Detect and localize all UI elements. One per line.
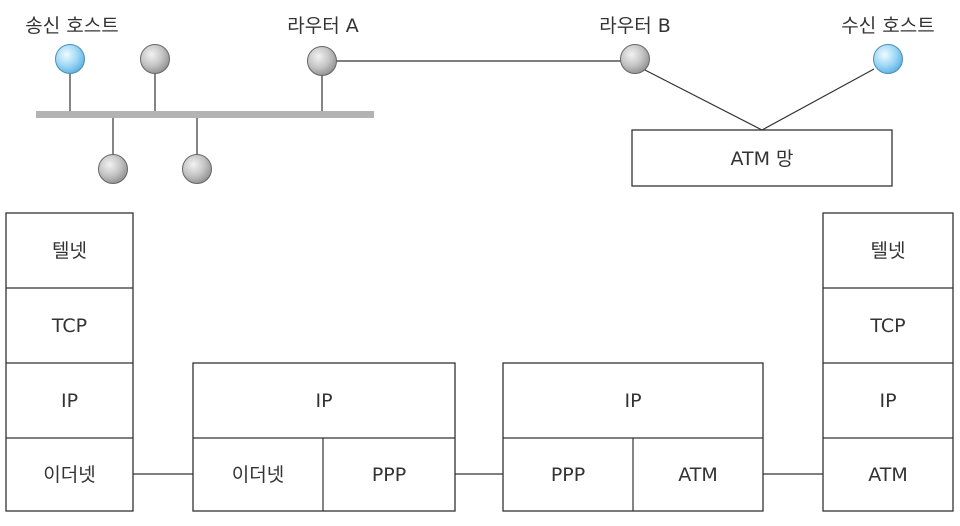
receiver-host-label: 수신 호스트 xyxy=(841,15,934,37)
router-b-right-label: ATM xyxy=(678,464,718,486)
host-node xyxy=(182,154,212,184)
sender-protocol-stack: 텔넷 TCP IP 이더넷 xyxy=(5,212,134,512)
router-b-protocol-stack: IP PPP ATM xyxy=(502,362,764,512)
router-a-left-label: 이더넷 xyxy=(232,464,284,486)
sender-layer-label: 이더넷 xyxy=(43,464,95,486)
router-b-ip-label: IP xyxy=(624,390,641,412)
router-a-right-label: PPP xyxy=(372,464,406,486)
router-b-label: 라우터 B xyxy=(599,15,671,37)
host-node xyxy=(98,154,128,184)
router-b-node xyxy=(620,44,650,74)
atm-network-label: ATM 망 xyxy=(730,148,793,170)
receiver-layer-label: IP xyxy=(879,390,896,412)
router-a-label: 라우터 A xyxy=(287,15,358,37)
sender-host-node xyxy=(55,44,85,74)
receiver-layer-label: ATM xyxy=(868,464,908,486)
atm-network-box xyxy=(631,129,893,187)
receiver-layer-label: 텔넷 xyxy=(871,240,906,262)
receiver-host-node xyxy=(873,44,903,74)
router-b-left-label: PPP xyxy=(551,464,585,486)
sender-layer-label: IP xyxy=(61,390,78,412)
sender-layer-label: TCP xyxy=(51,315,87,337)
router-b-atm-line xyxy=(642,68,763,131)
receiver-atm-line xyxy=(761,68,875,131)
host-node xyxy=(140,44,170,74)
sender-layer-label: 텔넷 xyxy=(52,240,87,262)
ethernet-bus xyxy=(36,111,374,118)
receiver-layer-label: TCP xyxy=(869,315,905,337)
router-a-node xyxy=(307,46,337,76)
sender-host-label: 송신 호스트 xyxy=(25,15,118,37)
router-a-ip-label: IP xyxy=(315,390,332,412)
router-a-protocol-stack: IP 이더넷 PPP xyxy=(192,362,456,512)
receiver-protocol-stack: 텔넷 TCP IP ATM xyxy=(822,212,954,512)
